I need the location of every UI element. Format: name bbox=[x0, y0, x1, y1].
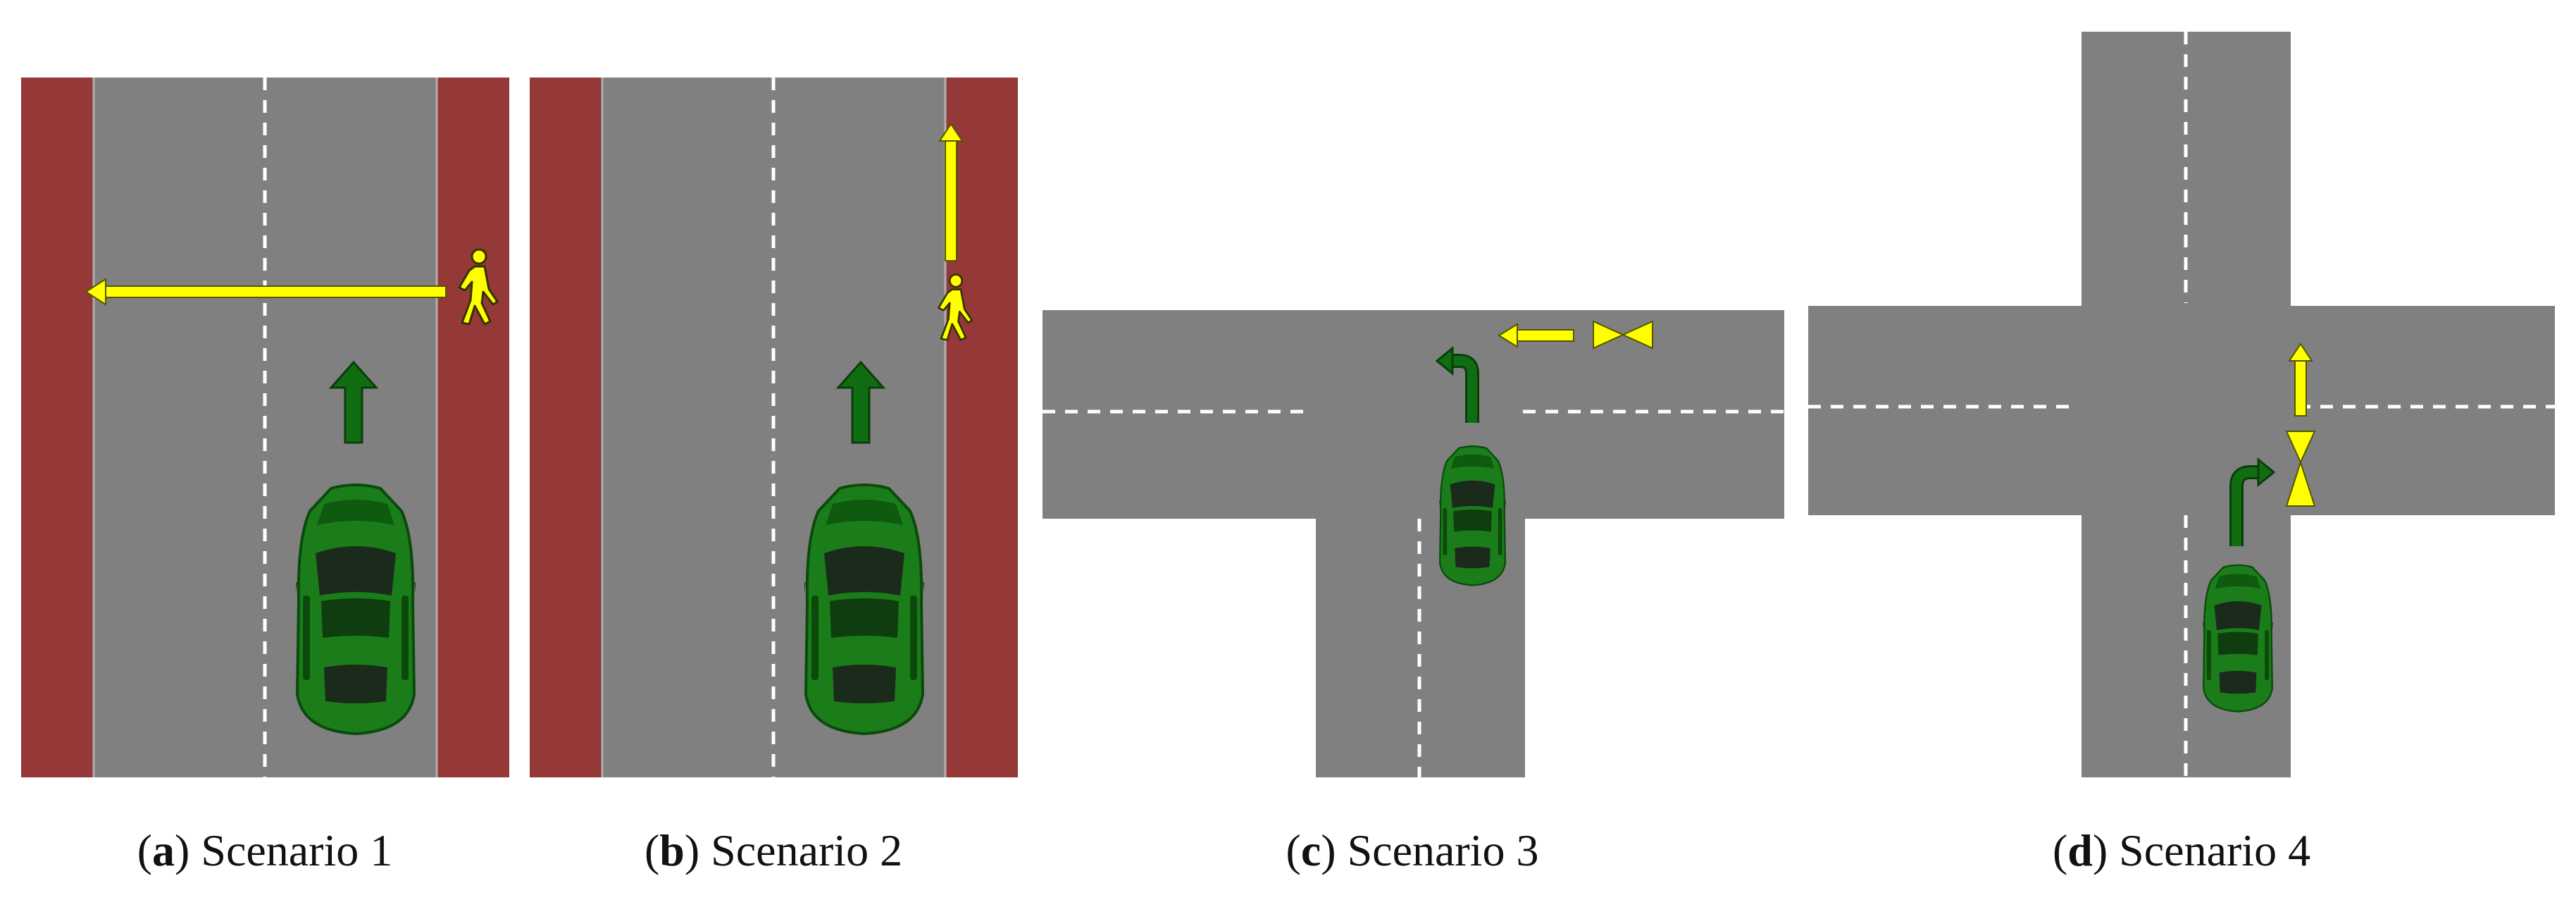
arrow-up-icon bbox=[835, 360, 886, 444]
caption-c: (c) Scenario 3 bbox=[1286, 825, 1539, 875]
panel-c bbox=[1043, 310, 1784, 777]
sidewalk-right-b bbox=[945, 78, 1018, 777]
arrow-left-icon bbox=[1498, 323, 1574, 348]
car-icon bbox=[804, 483, 924, 735]
sidewalk-left-a bbox=[21, 78, 94, 777]
car-icon bbox=[2203, 564, 2273, 713]
road-horizontal-d bbox=[1808, 306, 2555, 515]
panel-a bbox=[21, 78, 509, 777]
caption-d: (d) Scenario 4 bbox=[2052, 825, 2311, 875]
oncoming-vehicle-icon bbox=[2285, 431, 2316, 507]
sidewalk-right-a bbox=[437, 78, 509, 777]
caption-a: (a) Scenario 1 bbox=[137, 825, 393, 875]
panel-d bbox=[1808, 32, 2555, 777]
turn-right-arrow-icon bbox=[2229, 457, 2276, 546]
road-horizontal-c bbox=[1043, 310, 1784, 519]
arrow-up-icon bbox=[2288, 343, 2313, 417]
car-icon bbox=[296, 483, 416, 735]
arrow-up-icon bbox=[328, 360, 379, 444]
caption-b: (b) Scenario 2 bbox=[644, 825, 903, 875]
sidewalk-left-b bbox=[530, 78, 602, 777]
arrow-left-icon bbox=[85, 278, 447, 306]
arrow-up-icon bbox=[938, 123, 964, 261]
car-icon bbox=[1439, 445, 1506, 586]
panel-b bbox=[530, 78, 1018, 777]
turn-left-arrow-icon bbox=[1435, 345, 1479, 423]
oncoming-vehicle-icon bbox=[1593, 320, 1653, 350]
